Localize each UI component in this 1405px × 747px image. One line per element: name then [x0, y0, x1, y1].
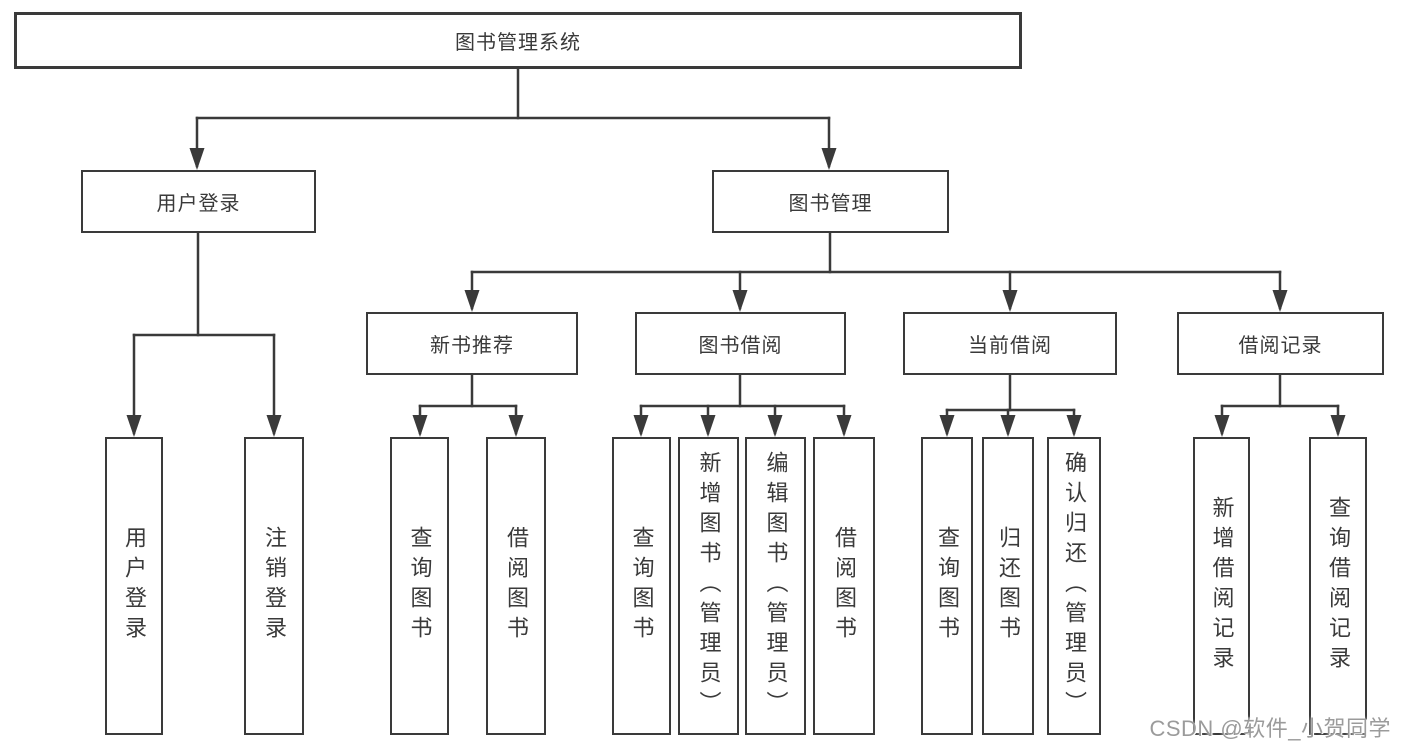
- leaf-borrowing-borrow-books: 借阅图书: [813, 437, 875, 735]
- node-current-borrowing: 当前借阅: [903, 312, 1117, 375]
- leaf-logout: 注销登录: [244, 437, 304, 735]
- watermark: CSDN @软件_小贺同学: [1149, 716, 1391, 741]
- arrowhead-icon: [126, 415, 142, 437]
- arrowhead-icon: [633, 415, 649, 437]
- arrowhead-icon: [821, 148, 837, 170]
- arrowhead-icon: [732, 290, 748, 312]
- arrowhead-icon: [767, 415, 783, 437]
- arrowhead-icon: [1272, 290, 1288, 312]
- node-user-login: 用户登录: [81, 170, 316, 233]
- leaf-recommend-borrow-books: 借阅图书: [486, 437, 546, 735]
- arrowhead-icon: [1002, 290, 1018, 312]
- leaf-query-borrow-record: 查询借阅记录: [1309, 437, 1367, 735]
- node-borrowing-records: 借阅记录: [1177, 312, 1384, 375]
- node-book-borrowing: 图书借阅: [635, 312, 846, 375]
- leaf-recommend-query-books: 查询图书: [390, 437, 449, 735]
- leaf-user-login: 用户登录: [105, 437, 163, 735]
- arrowhead-icon: [1214, 415, 1230, 437]
- arrowhead-icon: [412, 415, 428, 437]
- arrowhead-icon: [189, 148, 205, 170]
- arrowhead-icon: [266, 415, 282, 437]
- arrowhead-icon: [836, 415, 852, 437]
- leaf-edit-book-admin: 编辑图书（管理员）: [745, 437, 806, 735]
- arrowhead-icon: [464, 290, 480, 312]
- arrowhead-icon: [1066, 415, 1082, 437]
- arrowhead-icon: [508, 415, 524, 437]
- arrowhead-icon: [939, 415, 955, 437]
- leaf-borrowing-query-books: 查询图书: [612, 437, 671, 735]
- node-book-management: 图书管理: [712, 170, 949, 233]
- node-new-book-recommend: 新书推荐: [366, 312, 578, 375]
- arrowhead-icon: [700, 415, 716, 437]
- leaf-current-query-books: 查询图书: [921, 437, 973, 735]
- arrowhead-icon: [1000, 415, 1016, 437]
- leaf-add-borrow-record: 新增借阅记录: [1193, 437, 1250, 735]
- node-root: 图书管理系统: [14, 12, 1022, 69]
- arrowhead-icon: [1330, 415, 1346, 437]
- leaf-return-books: 归还图书: [982, 437, 1034, 735]
- leaf-confirm-return-admin: 确认归还（管理员）: [1047, 437, 1101, 735]
- leaf-add-book-admin: 新增图书（管理员）: [678, 437, 739, 735]
